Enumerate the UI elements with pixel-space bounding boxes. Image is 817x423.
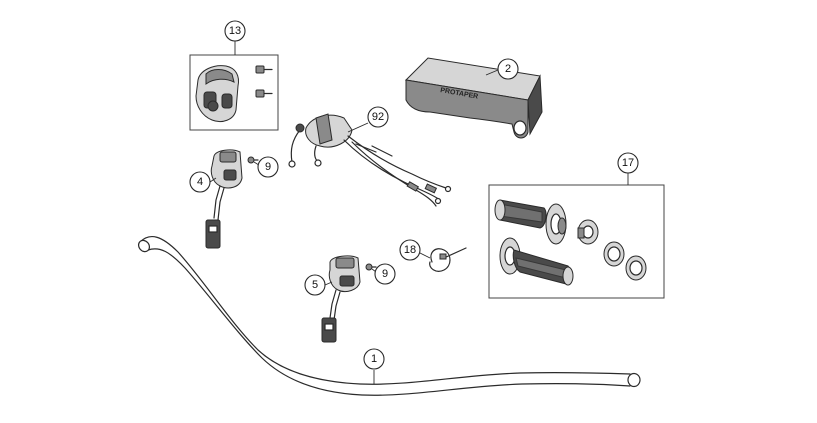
right-switch xyxy=(321,255,377,343)
grip-ring-upper xyxy=(603,241,625,267)
callout-1: 1 xyxy=(363,348,385,370)
detail-box-13 xyxy=(189,54,279,131)
callout-92: 92 xyxy=(367,106,389,128)
throttle-cable-assembly xyxy=(288,113,452,207)
callout-9-right: 9 xyxy=(374,263,396,285)
callout-5-label: 5 xyxy=(312,279,318,291)
callout-1-label: 1 xyxy=(371,353,377,365)
grip-ring-lower xyxy=(625,255,647,281)
callout-9-right-label: 9 xyxy=(382,268,388,280)
callout-17: 17 xyxy=(617,152,639,174)
callout-2: 2 xyxy=(497,58,519,80)
handlebar-pad: PROTAPER xyxy=(404,57,543,139)
callout-5: 5 xyxy=(304,274,326,296)
callout-2-label: 2 xyxy=(505,63,511,75)
detail-box-17 xyxy=(488,184,665,299)
handlebar xyxy=(137,235,641,396)
group-box-17 xyxy=(488,184,665,299)
callout-13-label: 13 xyxy=(229,25,241,37)
callout-17-label: 17 xyxy=(622,157,634,169)
callout-9-left: 9 xyxy=(257,156,279,178)
cable-tie xyxy=(429,247,467,272)
throttle-cam xyxy=(577,219,599,245)
left-grip xyxy=(494,199,567,245)
group-box-13 xyxy=(189,54,279,131)
clamp-bolt-upper xyxy=(255,65,273,74)
left-switch-screw xyxy=(247,156,259,164)
callout-9-left-label: 9 xyxy=(265,161,271,173)
callout-13: 13 xyxy=(224,20,246,42)
callout-92-label: 92 xyxy=(372,111,384,123)
right-switch-screw xyxy=(365,263,377,271)
callout-4-label: 4 xyxy=(197,176,203,188)
callout-4: 4 xyxy=(189,171,211,193)
left-switch xyxy=(205,149,259,249)
callout-18: 18 xyxy=(399,239,421,261)
right-grip xyxy=(499,237,574,286)
clamp-bolt-lower xyxy=(255,89,273,98)
callout-18-label: 18 xyxy=(404,244,416,256)
